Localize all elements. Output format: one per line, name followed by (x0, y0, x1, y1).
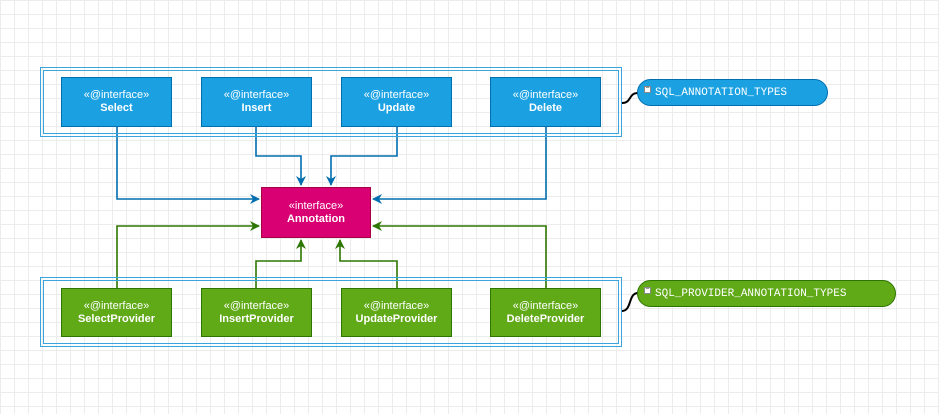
interface-name: Delete (528, 102, 563, 114)
stereotype-label: «@interface» (363, 299, 430, 312)
edge-update-annotation (326, 127, 398, 186)
edge-insertprovider-annotation (255, 239, 306, 288)
edge-deleteprovider-annotation (372, 221, 547, 288)
insert-interface-box[interactable]: «@interface» Insert (201, 77, 312, 127)
stereotype-label: «@interface» (512, 299, 579, 312)
tag-connector-annotation (621, 92, 639, 104)
edge-select-annotation (116, 127, 260, 204)
sql-provider-annotation-types-group (40, 277, 622, 347)
delete-interface-box[interactable]: «@interface» Delete (490, 77, 601, 127)
minus-square-icon[interactable]: − (644, 85, 651, 93)
minus-square-icon[interactable]: − (644, 286, 651, 294)
stereotype-label: «@interface» (223, 89, 290, 101)
sql-annotation-types-tag[interactable]: − SQL_ANNOTATION_TYPES (637, 79, 828, 106)
annotation-interface-box[interactable]: «interface» Annotation (261, 187, 371, 238)
sql-provider-annotation-types-tag[interactable]: − SQL_PROVIDER_ANNOTATION_TYPES (637, 280, 896, 307)
interface-name: Update (377, 102, 416, 114)
interface-name: Insert (241, 102, 272, 114)
update-interface-box[interactable]: «@interface» Update (341, 77, 452, 127)
edge-selectprovider-annotation (116, 221, 260, 288)
edge-insert-annotation (255, 127, 306, 186)
interface-name: Annotation (286, 212, 346, 225)
select-interface-box[interactable]: «@interface» Select (61, 77, 172, 127)
interface-name: InsertProvider (219, 312, 294, 325)
stereotype-label: «@interface» (83, 299, 150, 312)
selectprovider-interface-box[interactable]: «@interface» SelectProvider (61, 288, 172, 337)
interface-name: Select (100, 102, 133, 114)
tag-connector-provider (621, 292, 639, 312)
insertprovider-interface-box[interactable]: «@interface» InsertProvider (201, 288, 312, 337)
sql-annotation-types-group (40, 67, 622, 137)
edge-updateprovider-annotation (335, 239, 398, 288)
updateprovider-interface-box[interactable]: «@interface» UpdateProvider (341, 288, 452, 337)
tag-label: SQL_ANNOTATION_TYPES (655, 86, 788, 99)
interface-name: SelectProvider (77, 312, 156, 325)
deleteprovider-interface-box[interactable]: «@interface» DeleteProvider (490, 288, 601, 337)
interface-name: DeleteProvider (506, 312, 585, 325)
stereotype-label: «interface» (288, 199, 344, 212)
stereotype-label: «@interface» (512, 89, 579, 101)
interface-name: UpdateProvider (355, 312, 438, 325)
stereotype-label: «@interface» (223, 299, 290, 312)
edge-delete-annotation (372, 127, 547, 204)
stereotype-label: «@interface» (83, 89, 150, 101)
stereotype-label: «@interface» (363, 89, 430, 101)
tag-label: SQL_PROVIDER_ANNOTATION_TYPES (655, 287, 847, 300)
